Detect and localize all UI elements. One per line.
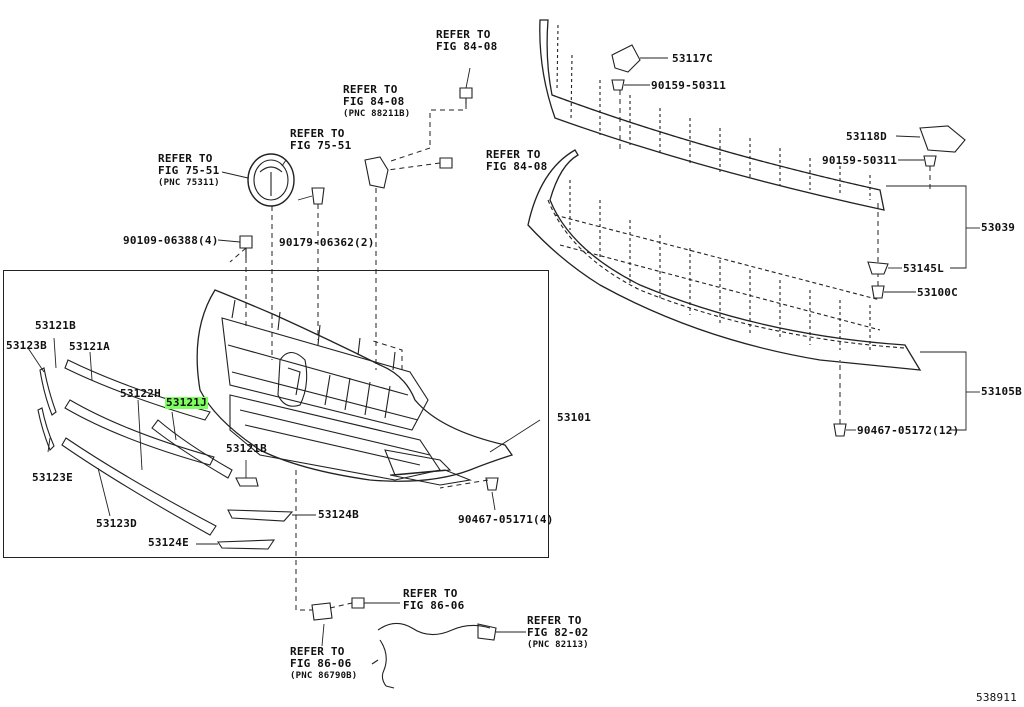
ref-line-1: REFER TO xyxy=(486,148,541,161)
ref-fig-84-08-top[interactable]: REFER TO FIG 84-08 xyxy=(436,29,497,53)
part-53123D[interactable]: 53123D xyxy=(96,517,137,530)
grille-molding-53123E[interactable] xyxy=(37,407,55,451)
grille-bar-53121J[interactable] xyxy=(151,419,233,479)
part-53121B-a[interactable]: 53121B xyxy=(35,319,76,332)
ref-line-2: FIG 86-06 xyxy=(403,599,465,612)
grille-bar-53122H[interactable] xyxy=(64,399,215,466)
bracket-53117C[interactable] xyxy=(611,44,641,73)
retainer-53145L[interactable] xyxy=(867,261,889,275)
clip-90467-05172[interactable] xyxy=(833,423,847,437)
ref-line-1: REFER TO xyxy=(343,83,398,96)
ref-line-3: (PNC 86790B) xyxy=(290,671,358,681)
bolt-fig-84-08-top[interactable] xyxy=(459,87,473,104)
diagram-id: 538911 xyxy=(976,691,1017,704)
ref-line-2: FIG 86-06 xyxy=(290,657,352,670)
part-90467-05172[interactable]: 90467-05172(12) xyxy=(857,424,960,437)
part-90159-50311-a[interactable]: 90159-50311 xyxy=(651,79,727,92)
grille-molding-53123B[interactable] xyxy=(39,367,57,416)
part-90109-06388[interactable]: 90109-06388(4) xyxy=(123,234,219,247)
clip-90179-06362[interactable] xyxy=(311,187,325,205)
ref-line-2: FIG 84-08 xyxy=(436,40,498,53)
ref-line-1: REFER TO xyxy=(158,152,213,165)
ref-fig-86-06-a[interactable]: REFER TO FIG 86-06 xyxy=(403,588,464,612)
ref-line-1: REFER TO xyxy=(403,587,458,600)
ref-line-1: REFER TO xyxy=(527,614,582,627)
bolt-fig-86-06[interactable] xyxy=(351,597,365,609)
part-53039[interactable]: 53039 xyxy=(981,221,1016,234)
ref-fig-84-08-right[interactable]: REFER TO FIG 84-08 xyxy=(486,149,547,173)
part-53105B[interactable]: 53105B xyxy=(981,385,1022,398)
molding-53124B[interactable] xyxy=(227,509,294,522)
ref-line-2: FIG 75-51 xyxy=(290,139,352,152)
radiator-grille-53101[interactable] xyxy=(196,289,514,486)
part-53123E[interactable]: 53123E xyxy=(32,471,73,484)
grille-assembly-frame xyxy=(3,270,549,558)
wire-harness[interactable] xyxy=(371,622,497,689)
grille-bar-53121A[interactable] xyxy=(64,359,211,421)
ref-line-3: (PNC 82113) xyxy=(527,640,589,650)
ref-fig-75-51-b[interactable]: REFER TO FIG 75-51 (PNC 75311) xyxy=(158,153,220,189)
lower-bumper-cover-53105B[interactable] xyxy=(527,149,922,371)
ref-line-2: FIG 82-02 xyxy=(527,626,589,639)
clip-90467-05171[interactable] xyxy=(485,477,499,491)
emblem-cover-53121B[interactable] xyxy=(235,477,259,487)
part-90179-06362[interactable]: 90179-06362(2) xyxy=(279,236,375,249)
ref-line-2: FIG 75-51 xyxy=(158,164,220,177)
ref-line-3: (PNC 88211B) xyxy=(343,109,411,119)
ref-line-1: REFER TO xyxy=(436,28,491,41)
screw-90159-50311-a[interactable] xyxy=(611,79,625,91)
part-90159-50311-b[interactable]: 90159-50311 xyxy=(822,154,898,167)
part-53118D[interactable]: 53118D xyxy=(846,130,887,143)
clip-53100C[interactable] xyxy=(871,285,885,299)
part-53124B[interactable]: 53124B xyxy=(318,508,359,521)
part-53101[interactable]: 53101 xyxy=(557,411,592,424)
grille-bar-53123D[interactable] xyxy=(61,437,217,536)
ref-line-2: FIG 84-08 xyxy=(343,95,405,108)
part-53124E[interactable]: 53124E xyxy=(148,536,189,549)
bracket-53118D[interactable] xyxy=(919,125,966,153)
ref-fig-84-08-pnc[interactable]: REFER TO FIG 84-08 (PNC 88211B) xyxy=(343,84,410,120)
bolt-90109-06388[interactable] xyxy=(239,235,253,258)
ref-line-1: REFER TO xyxy=(290,645,345,658)
ref-fig-75-51-a[interactable]: REFER TO FIG 75-51 xyxy=(290,128,351,152)
ref-line-1: REFER TO xyxy=(290,127,345,140)
molding-53124E[interactable] xyxy=(216,539,276,550)
ref-fig-86-06-b[interactable]: REFER TO FIG 86-06 (PNC 86790B) xyxy=(290,646,357,682)
screw-90159-50311-b[interactable] xyxy=(923,155,937,167)
part-53145L[interactable]: 53145L xyxy=(903,262,944,275)
part-53117C[interactable]: 53117C xyxy=(672,52,713,65)
ref-line-3: (PNC 75311) xyxy=(158,178,220,188)
part-53100C[interactable]: 53100C xyxy=(917,286,958,299)
part-90467-05171[interactable]: 90467-05171(4) xyxy=(458,513,554,526)
upper-bumper-cover-53039[interactable] xyxy=(539,19,885,211)
camera-sensor[interactable] xyxy=(311,602,333,621)
ref-line-2: FIG 84-08 xyxy=(486,160,548,173)
part-53122H[interactable]: 53122H xyxy=(120,387,161,400)
part-53121J[interactable]: 53121J xyxy=(165,396,208,409)
bolt-fig-84-08-right[interactable] xyxy=(439,157,453,169)
part-53121B-b[interactable]: 53121B xyxy=(226,442,267,455)
ref-fig-82-02[interactable]: REFER TO FIG 82-02 (PNC 82113) xyxy=(527,615,589,651)
part-53123B[interactable]: 53123B xyxy=(6,339,47,352)
sensor-bracket[interactable] xyxy=(364,156,389,189)
toyota-emblem[interactable] xyxy=(247,153,295,207)
part-53121A[interactable]: 53121A xyxy=(69,340,110,353)
